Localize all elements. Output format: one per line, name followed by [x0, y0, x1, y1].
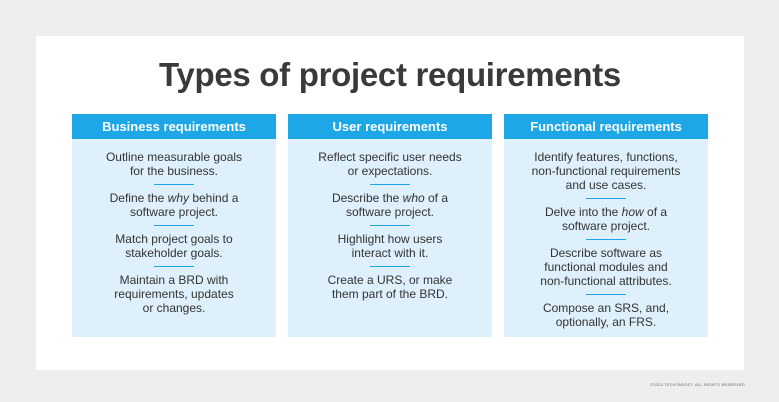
column-header: Functional requirements: [504, 114, 708, 139]
column-items: Identify features, functions,non-functio…: [504, 139, 708, 329]
item-divider: [154, 266, 194, 267]
column-business: Business requirements Outline measurable…: [72, 114, 276, 337]
column-header: User requirements: [288, 114, 492, 139]
item-divider: [370, 225, 410, 226]
item-divider: [154, 184, 194, 185]
item-divider: [154, 225, 194, 226]
requirement-item: Compose an SRS, and,optionally, an FRS.: [542, 301, 670, 329]
column-user: User requirements Reflect specific user …: [288, 114, 492, 337]
page-title: Types of project requirements: [159, 56, 621, 93]
item-divider: [370, 184, 410, 185]
requirement-item: Identify features, functions,non-functio…: [531, 150, 681, 192]
item-divider: [586, 198, 626, 199]
infographic-panel: Types of project requirements Business r…: [36, 36, 744, 370]
requirements-columns: Business requirements Outline measurable…: [72, 114, 708, 337]
copyright-notice: ©2023 TECHTARGET. ALL RIGHTS RESERVED: [650, 382, 745, 387]
column-functional: Functional requirements Identify feature…: [504, 114, 708, 337]
column-header: Business requirements: [72, 114, 276, 139]
item-divider: [586, 239, 626, 240]
item-divider: [370, 266, 410, 267]
item-divider: [586, 294, 626, 295]
